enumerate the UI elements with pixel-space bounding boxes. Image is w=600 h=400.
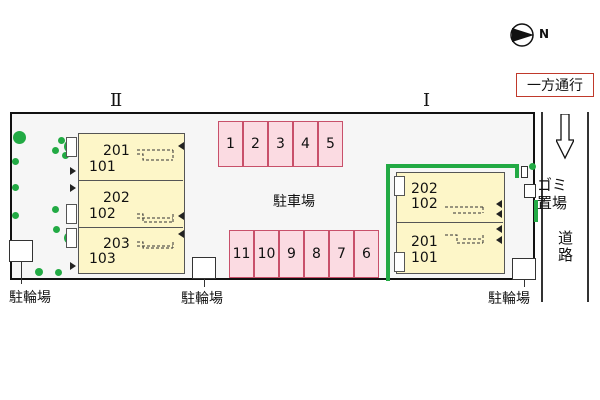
bicycle-parking-middle — [192, 257, 216, 279]
road-label: 道路 — [556, 230, 574, 264]
shrub — [52, 147, 59, 154]
shrub — [52, 206, 59, 213]
parking-space[interactable]: 2 — [243, 121, 268, 167]
parking-space[interactable]: 4 — [293, 121, 318, 167]
hedge — [386, 165, 390, 281]
shrub — [53, 226, 60, 233]
room-number: 203 — [103, 236, 130, 252]
shrub — [62, 152, 69, 159]
parking-space[interactable]: 5 — [318, 121, 343, 167]
parking-bottom-row: 11 10 9 8 7 6 — [229, 230, 379, 278]
stair-outline — [137, 149, 174, 249]
room-number: 101 — [411, 250, 438, 266]
shrub — [12, 212, 19, 219]
unit-row — [79, 134, 183, 181]
compass: N — [508, 22, 554, 48]
one-way-arrow-icon — [556, 114, 574, 160]
road-edge-right — [587, 112, 589, 302]
building-1-label: Ⅰ — [423, 90, 431, 111]
balcony — [394, 176, 405, 196]
entrance-marker — [70, 167, 76, 175]
compass-icon — [510, 23, 534, 47]
parking-space[interactable]: 7 — [329, 230, 354, 278]
entrance-marker — [496, 236, 502, 244]
parking-space[interactable]: 10 — [254, 230, 279, 278]
hedge — [515, 164, 519, 178]
parking-space[interactable]: 6 — [354, 230, 379, 278]
bicycle-parking-left — [9, 240, 33, 262]
entrance-marker — [496, 225, 502, 233]
parking-label: 駐車場 — [273, 194, 315, 210]
leader-line — [204, 279, 205, 287]
bicycle-parking-right-label: 駐輪場 — [488, 291, 530, 307]
entrance-marker — [70, 184, 76, 192]
building-2-label: Ⅱ — [110, 90, 123, 111]
entrance-marker — [178, 142, 184, 150]
garbage-label-text: ゴミ置場 — [537, 176, 568, 212]
parking-space[interactable]: 1 — [218, 121, 243, 167]
unit-row — [79, 181, 183, 228]
parking-space[interactable]: 3 — [268, 121, 293, 167]
balcony — [66, 137, 77, 157]
shrub — [12, 158, 19, 165]
bicycle-parking-left-label: 駐輪場 — [9, 290, 51, 306]
shrub — [58, 137, 65, 144]
room-number: 201 — [103, 143, 130, 159]
bicycle-parking-right — [512, 258, 536, 280]
parking-space[interactable]: 9 — [279, 230, 304, 278]
room-number: 102 — [89, 206, 116, 222]
shrub — [529, 163, 536, 170]
leader-line — [21, 262, 22, 284]
entrance-marker — [496, 210, 502, 218]
room-number: 202 — [411, 181, 438, 197]
shrub — [12, 184, 19, 191]
room-number: 101 — [89, 159, 116, 175]
room-number: 201 — [411, 234, 438, 250]
shrub — [35, 268, 43, 276]
balcony — [394, 252, 405, 272]
meter-box — [521, 166, 528, 178]
hedge — [386, 164, 518, 168]
building-2: 201 101 202 102 203 103 — [78, 133, 185, 274]
one-way-label: 一方通行 — [527, 78, 583, 94]
garbage-label: ゴミ置場 — [533, 176, 583, 212]
stair-outline — [445, 206, 484, 244]
leader-line — [524, 280, 525, 287]
entrance-marker — [70, 262, 76, 270]
room-number: 202 — [103, 190, 130, 206]
entrance-marker — [496, 200, 502, 208]
room-number: 102 — [411, 196, 438, 212]
unit-row — [397, 173, 503, 223]
parking-top-row: 1 2 3 4 5 — [218, 121, 343, 167]
road-edge-left — [541, 112, 543, 302]
parking-space[interactable]: 8 — [304, 230, 329, 278]
building-1: 202 102 201 101 — [396, 172, 505, 274]
hedge — [534, 200, 538, 222]
bicycle-parking-middle-label: 駐輪場 — [181, 291, 223, 307]
balcony — [66, 204, 77, 224]
one-way-legend: 一方通行 — [516, 73, 594, 97]
compass-north-label: N — [539, 27, 550, 41]
balcony — [66, 228, 77, 248]
tree — [13, 131, 26, 144]
entrance-marker — [178, 212, 184, 220]
entrance-marker — [178, 230, 184, 238]
shrub — [55, 269, 62, 276]
parking-space[interactable]: 11 — [229, 230, 254, 278]
garbage-box — [524, 184, 536, 198]
room-number: 103 — [89, 251, 116, 267]
